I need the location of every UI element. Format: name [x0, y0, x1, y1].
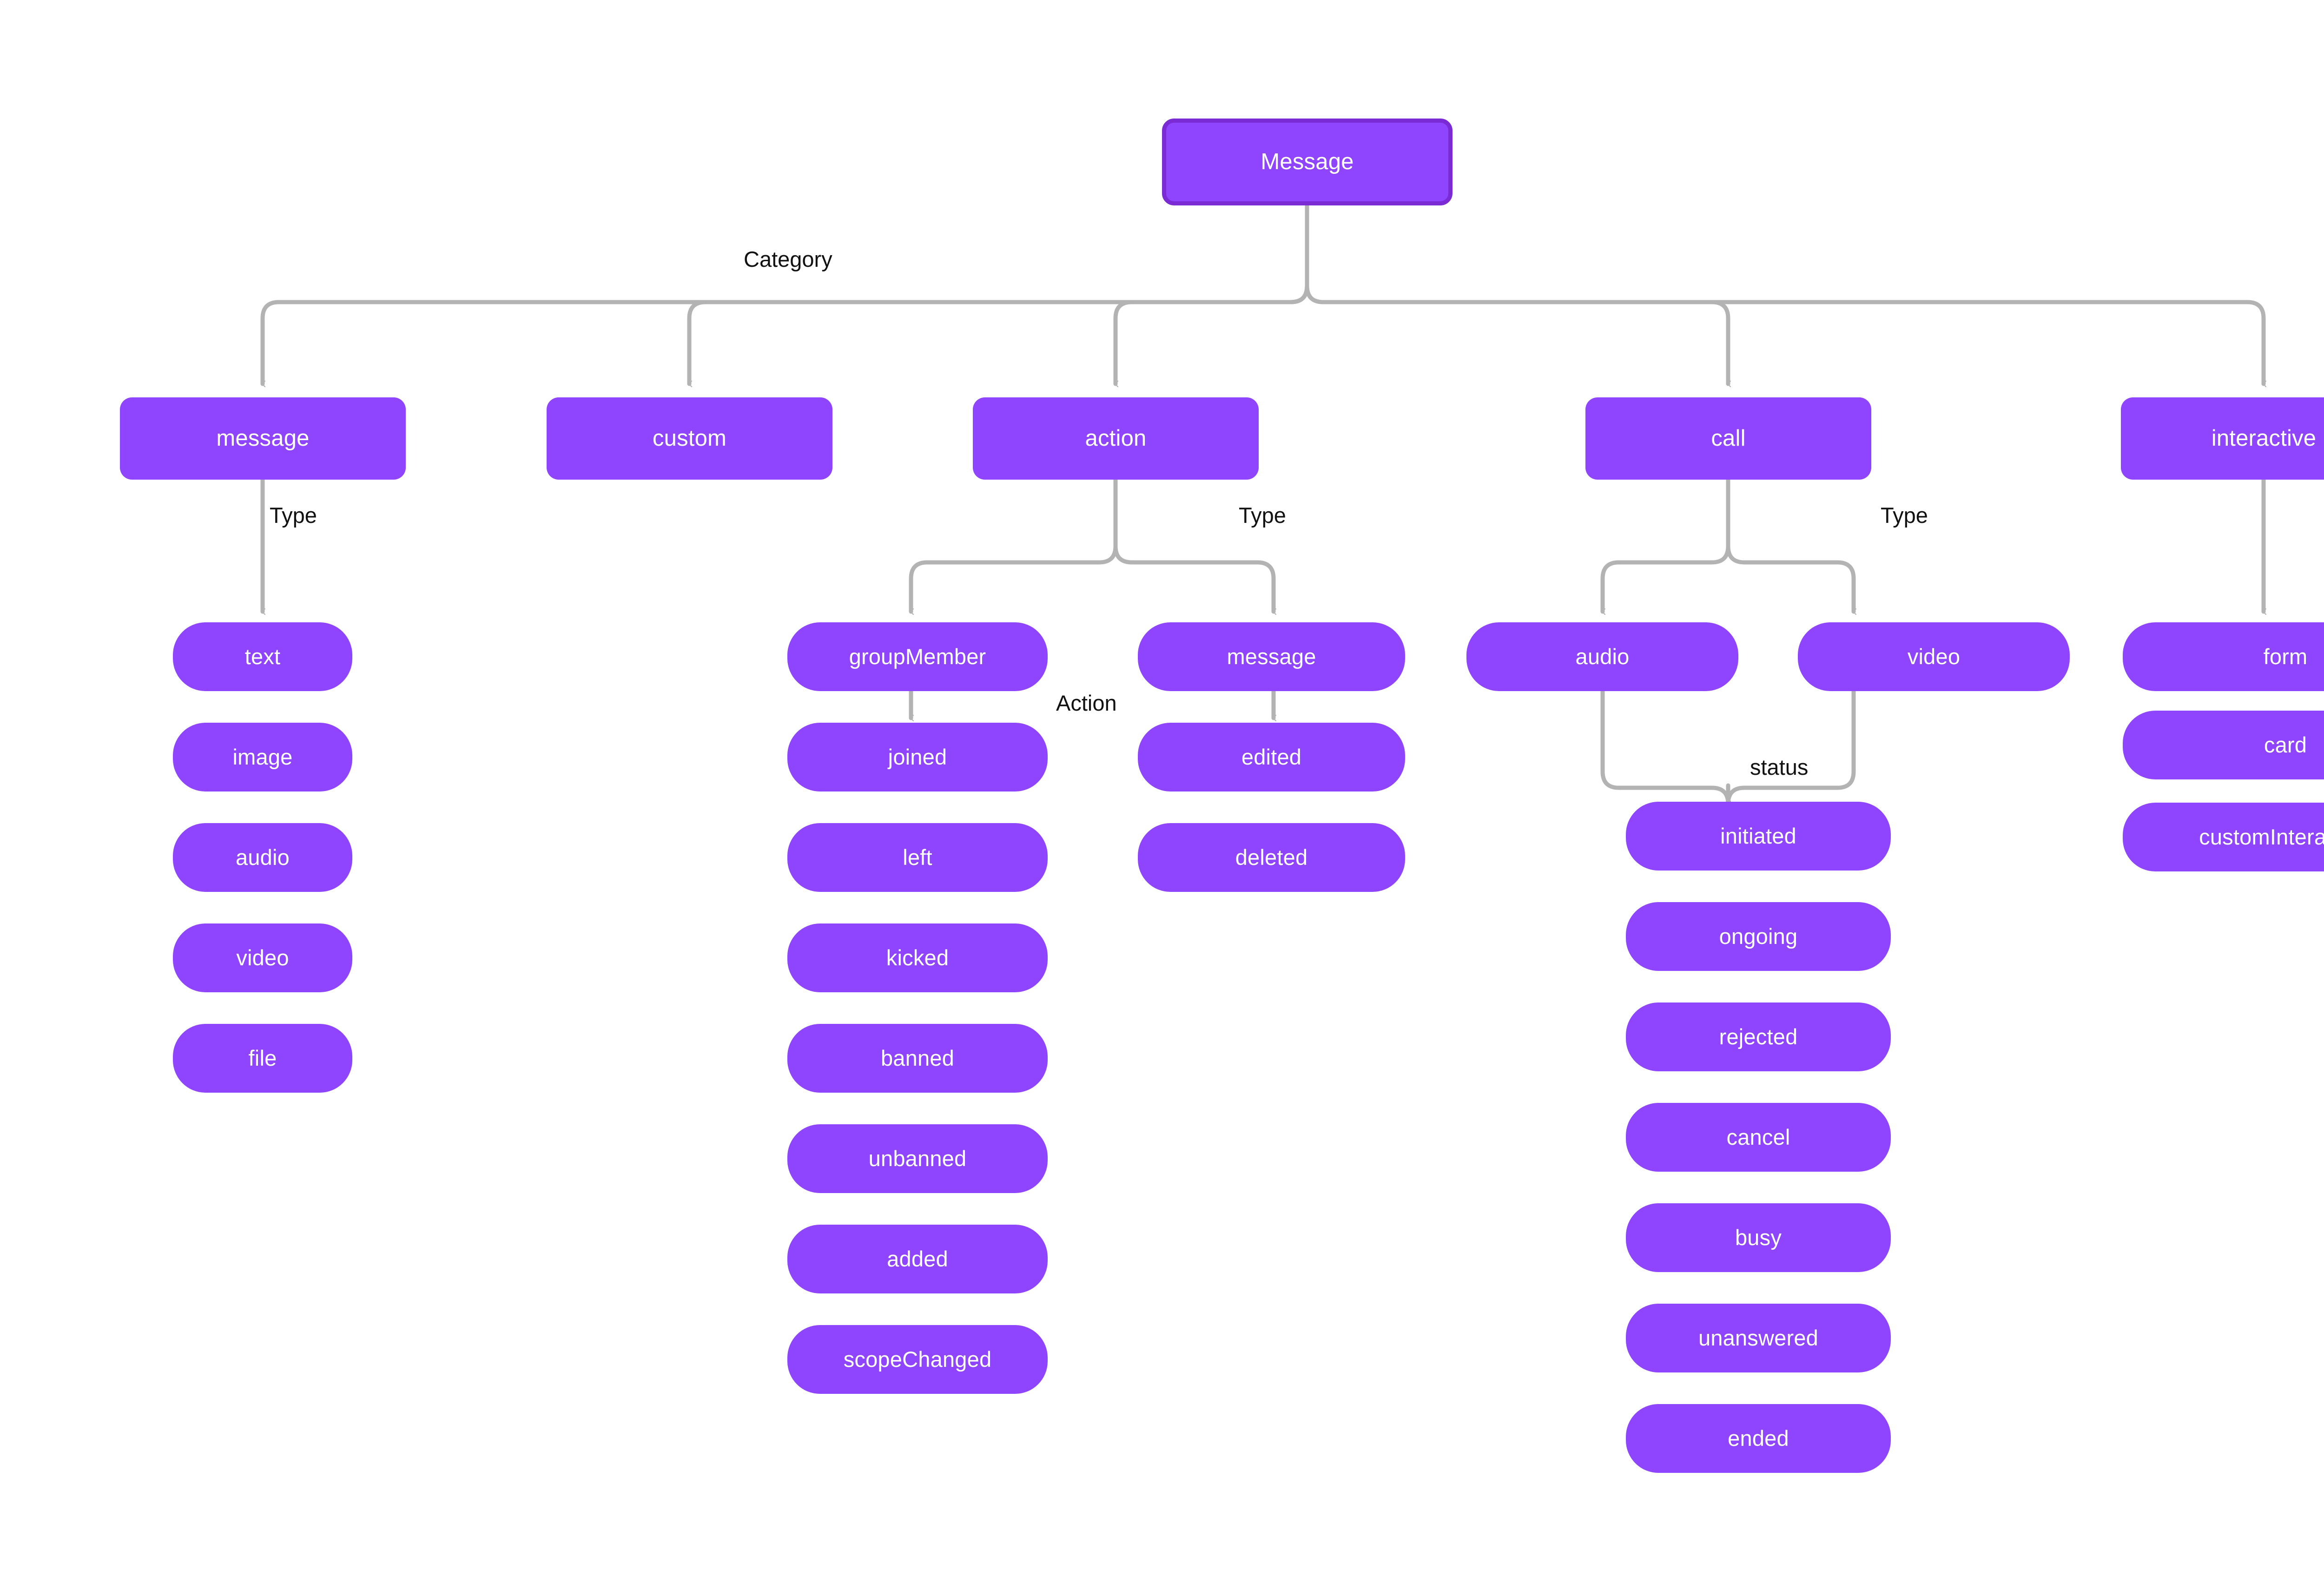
node-label: audio — [1575, 644, 1630, 669]
node-label: text — [244, 644, 281, 669]
node-label: custom — [652, 426, 727, 451]
node-label: initiated — [1720, 823, 1796, 848]
node-label: message — [1227, 644, 1316, 669]
node-label: left — [903, 844, 932, 870]
node-label: Message — [1261, 149, 1354, 175]
node-message-type-video[interactable]: video — [173, 923, 352, 992]
edge-label-type-call: Type — [1881, 503, 1928, 528]
edge-root-to-message — [260, 284, 1309, 384]
node-label: deleted — [1235, 844, 1308, 870]
node-label: kicked — [886, 945, 949, 970]
node-call-type-audio[interactable]: audio — [1466, 622, 1738, 691]
node-label: file — [248, 1045, 277, 1070]
node-message-type-file[interactable]: file — [173, 1024, 352, 1093]
node-call-status-unanswered[interactable]: unanswered — [1626, 1304, 1891, 1372]
edge-video-to-status — [1726, 689, 1856, 806]
node-label: message — [216, 426, 310, 451]
node-root-message[interactable]: Message — [1162, 119, 1452, 205]
node-category-action[interactable]: action — [973, 397, 1259, 480]
node-interactive-type-custominteractive[interactable]: customInteractive — [2123, 803, 2324, 871]
edge-action-to-groupmember — [909, 477, 1118, 612]
node-call-type-video[interactable]: video — [1798, 622, 2070, 691]
node-label: audio — [236, 844, 290, 870]
node-interactive-type-card[interactable]: card — [2123, 711, 2324, 779]
node-label: scopeChanged — [843, 1346, 992, 1372]
node-label: interactive — [2211, 426, 2317, 451]
node-label: image — [232, 744, 293, 769]
node-label: card — [2264, 732, 2307, 757]
node-label: ended — [1728, 1425, 1789, 1451]
node-label: video — [236, 945, 289, 970]
node-label: ongoing — [1719, 923, 1798, 949]
node-label: added — [887, 1246, 948, 1271]
node-message-type-image[interactable]: image — [173, 723, 352, 792]
node-category-custom[interactable]: custom — [547, 397, 832, 480]
edge-label-type-message: Type — [270, 503, 317, 528]
node-label: call — [1711, 426, 1746, 451]
node-call-status-ended[interactable]: ended — [1626, 1404, 1891, 1473]
edge-label-status: status — [1750, 755, 1809, 779]
edge-root-to-action — [1113, 284, 1309, 384]
node-category-call[interactable]: call — [1585, 397, 1871, 480]
node-label: video — [1907, 644, 1961, 669]
node-label: unbanned — [868, 1146, 967, 1171]
node-groupmember-action-left[interactable]: left — [787, 823, 1048, 892]
node-label: joined — [888, 744, 947, 769]
node-interactive-type-form[interactable]: form — [2123, 622, 2324, 691]
node-groupmember-action-kicked[interactable]: kicked — [787, 923, 1048, 992]
edge-root-to-call — [1305, 284, 1728, 384]
edge-call-to-video — [1726, 477, 1854, 612]
node-category-message[interactable]: message — [120, 397, 406, 480]
node-groupmember-action-banned[interactable]: banned — [787, 1024, 1048, 1093]
node-label: form — [2263, 644, 2308, 669]
edge-root-to-custom — [687, 284, 1309, 384]
node-call-status-ongoing[interactable]: ongoing — [1626, 902, 1891, 971]
node-message-type-audio[interactable]: audio — [173, 823, 352, 892]
node-label: cancel — [1726, 1124, 1790, 1149]
node-label: customInteractive — [2199, 824, 2324, 849]
edge-label-action: Action — [1056, 691, 1117, 715]
node-message-action-edited[interactable]: edited — [1138, 723, 1405, 792]
node-groupmember-action-joined[interactable]: joined — [787, 723, 1048, 792]
node-label: groupMember — [849, 644, 986, 669]
edge-root-to-interactive — [1305, 284, 2264, 384]
node-label: rejected — [1719, 1024, 1798, 1049]
node-call-status-rejected[interactable]: rejected — [1626, 1003, 1891, 1071]
edge-audio-to-status — [1600, 689, 1730, 806]
node-call-status-cancel[interactable]: cancel — [1626, 1103, 1891, 1172]
node-message-type-text[interactable]: text — [173, 622, 352, 691]
node-call-status-initiated[interactable]: initiated — [1626, 802, 1891, 871]
node-call-status-busy[interactable]: busy — [1626, 1203, 1891, 1272]
node-groupmember-action-added[interactable]: added — [787, 1225, 1048, 1293]
edge-label-category: Category — [744, 247, 832, 271]
node-message-action-deleted[interactable]: deleted — [1138, 823, 1405, 892]
edge-action-to-message — [1113, 477, 1274, 612]
node-label: unanswered — [1698, 1325, 1819, 1350]
node-groupmember-action-scopechanged[interactable]: scopeChanged — [787, 1325, 1048, 1394]
node-category-interactive[interactable]: interactive — [2121, 397, 2324, 480]
node-label: action — [1085, 426, 1147, 451]
node-action-type-message[interactable]: message — [1138, 622, 1405, 691]
edge-label-type-action: Type — [1239, 503, 1286, 528]
node-label: banned — [880, 1045, 955, 1070]
node-groupmember-action-unbanned[interactable]: unbanned — [787, 1124, 1048, 1193]
edge-call-to-audio — [1600, 477, 1730, 612]
node-label: edited — [1241, 744, 1302, 769]
node-label: busy — [1735, 1225, 1782, 1250]
node-action-type-groupmember[interactable]: groupMember — [787, 622, 1048, 691]
